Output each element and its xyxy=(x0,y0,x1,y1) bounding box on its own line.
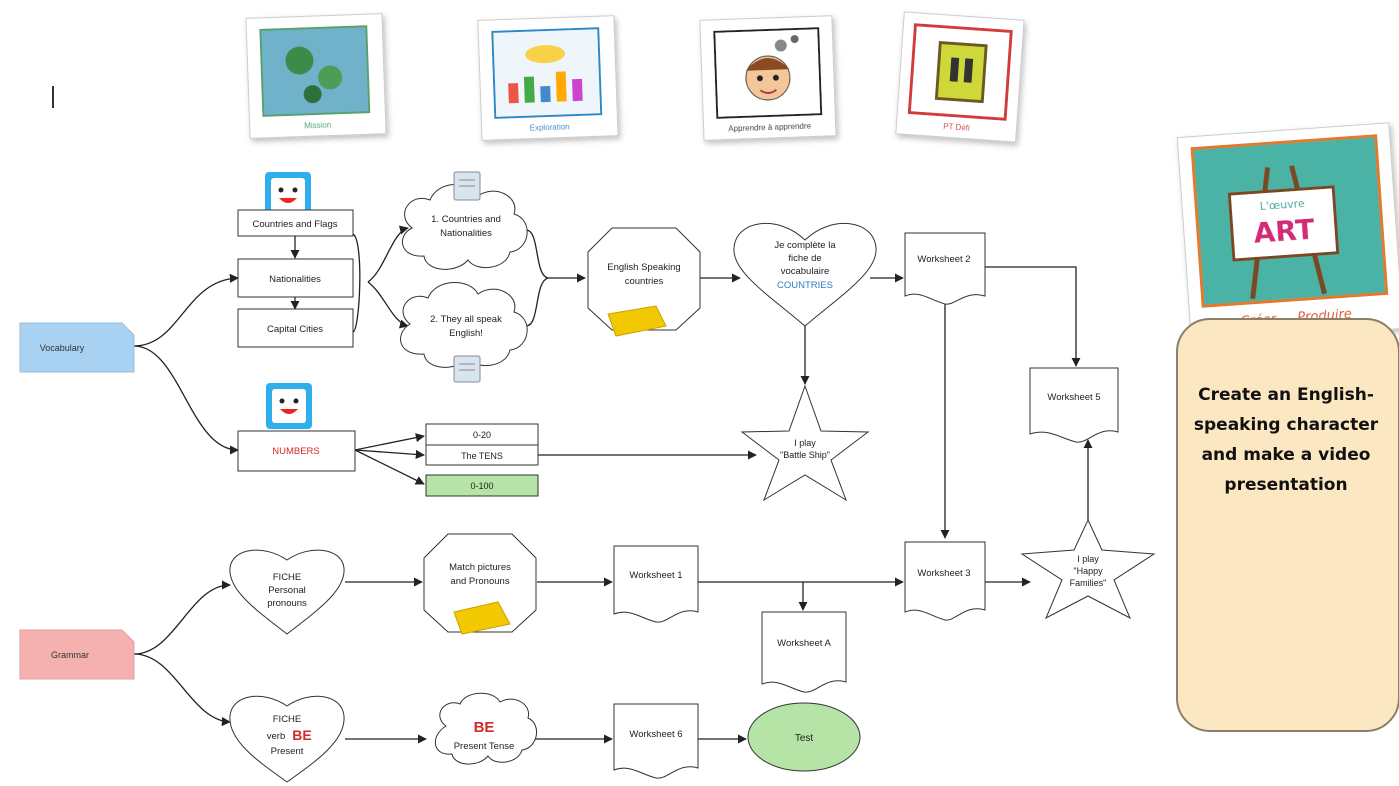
cloud-be-line2: Present Tense xyxy=(454,741,515,752)
nationalities-node[interactable]: Nationalities xyxy=(237,258,354,298)
match-pictures-line2: and Pronouns xyxy=(450,576,509,587)
art-title-small: L'œuvre xyxy=(1259,197,1305,213)
cloud1-line1: 1. Countries and xyxy=(431,214,501,225)
grammar-node[interactable]: Grammar xyxy=(19,629,135,680)
heart-be-line1: FICHE xyxy=(273,714,302,725)
heart-pronouns-line2: Personal xyxy=(268,585,306,596)
easel-icon xyxy=(1227,165,1340,300)
mission-caption: Mission xyxy=(304,120,331,130)
heart-be-line4: Present xyxy=(271,746,304,757)
vocabulary-node[interactable]: Vocabulary xyxy=(19,322,135,373)
project-line3: and make a video xyxy=(1201,445,1371,465)
learning-caption: Apprendre à apprendre xyxy=(728,122,812,134)
document-icon-top xyxy=(453,171,481,201)
num-tens-label: The TENS xyxy=(461,451,503,461)
star-families-line2: "Happy xyxy=(1073,566,1103,576)
heart-verb-be-node[interactable]: FICHE verb BE Present xyxy=(229,695,345,783)
heart-vocab-line3: vocabulaire xyxy=(781,266,830,277)
test-label: Test xyxy=(795,733,814,744)
cloud-they-all-speak-english[interactable]: 2. They all speak English! xyxy=(400,281,528,368)
countries-flags-node[interactable]: Countries and Flags xyxy=(237,209,354,237)
numbers-label: NUMBERS xyxy=(272,446,320,457)
english-speaking-node[interactable]: English Speaking countries xyxy=(587,227,701,331)
english-speaking-line1: English Speaking xyxy=(607,262,680,273)
match-pictures-line1: Match pictures xyxy=(449,562,511,573)
worksheet5-node[interactable]: Worksheet 5 xyxy=(1029,367,1119,443)
art-card: L'œuvre ART Créer — Produire xyxy=(1176,122,1399,344)
worksheet3-label: Worksheet 3 xyxy=(917,568,970,579)
document-icon-bottom xyxy=(453,355,481,383)
text-cursor xyxy=(52,86,54,108)
challenge-caption: PT Défi xyxy=(943,122,970,133)
heart-be-accent: BE xyxy=(292,727,311,743)
num-0-20-node[interactable]: 0-20 xyxy=(425,423,539,446)
cloud-countries-nationalities[interactable]: 1. Countries and Nationalities xyxy=(402,183,528,270)
star-battle-line2: "Battle Ship" xyxy=(780,450,830,460)
star-battle-ship-node[interactable]: I play "Battle Ship" xyxy=(740,384,870,502)
connectors xyxy=(133,225,1093,744)
num-0-100-label: 0-100 xyxy=(470,481,493,491)
learning-card: Apprendre à apprendre xyxy=(699,15,837,141)
worksheet2-node[interactable]: Worksheet 2 xyxy=(904,232,986,305)
star-families-line3: Families" xyxy=(1070,578,1107,588)
worksheetA-node[interactable]: Worksheet A xyxy=(761,611,847,693)
mission-card: Mission xyxy=(245,13,387,139)
num-0-100-node[interactable]: 0-100 xyxy=(425,474,539,497)
grammar-label: Grammar xyxy=(51,650,89,660)
project-line1: Create an English- xyxy=(1198,385,1374,405)
heart-vocab-line1: Je complète la xyxy=(774,240,836,251)
smiley-icon xyxy=(266,383,312,429)
english-speaking-line2: countries xyxy=(625,276,664,287)
explorer-icon xyxy=(508,45,583,104)
worksheet1-label: Worksheet 1 xyxy=(629,570,682,581)
exploration-caption: Exploration xyxy=(529,122,569,132)
exploration-card: Exploration xyxy=(477,15,619,141)
challenge-card: PT Défi xyxy=(895,11,1025,143)
cloud1-line2: Nationalities xyxy=(440,228,492,239)
project-line2: speaking character xyxy=(1193,415,1379,435)
worksheet6-node[interactable]: Worksheet 6 xyxy=(613,703,699,779)
star-happy-families-node[interactable]: I play "Happy Families" xyxy=(1020,518,1156,620)
heart-pronouns-line1: FICHE xyxy=(273,572,302,583)
card-box-icon xyxy=(453,601,511,635)
cloud-be-accent: BE xyxy=(474,719,495,736)
heart-be-line2: verb xyxy=(267,731,285,742)
worksheet6-label: Worksheet 6 xyxy=(629,729,682,740)
heart-pronouns-node[interactable]: FICHE Personal pronouns xyxy=(229,549,345,635)
capital-cities-node[interactable]: Capital Cities xyxy=(237,308,354,348)
challenge-icon xyxy=(934,40,988,104)
star-battle-line1: I play xyxy=(794,438,816,448)
heart-vocab-accent: COUNTRIES xyxy=(777,280,833,291)
project-description: Create an English- speaking character an… xyxy=(1182,380,1390,500)
art-title-big: ART xyxy=(1252,212,1315,249)
cloud2-line2: English! xyxy=(449,328,483,339)
test-node[interactable]: Test xyxy=(747,702,861,772)
worksheet3-node[interactable]: Worksheet 3 xyxy=(904,541,986,621)
star-families-line1: I play xyxy=(1077,554,1099,564)
worksheet2-label: Worksheet 2 xyxy=(917,254,970,265)
worksheet5-label: Worksheet 5 xyxy=(1047,392,1100,403)
project-line4: presentation xyxy=(1224,475,1348,495)
nationalities-label: Nationalities xyxy=(269,274,321,285)
cloud2-line1: 2. They all speak xyxy=(430,314,502,325)
project-panel xyxy=(1176,318,1399,732)
smiley-icon xyxy=(265,172,311,218)
card-box-icon xyxy=(607,305,667,337)
num-0-20-label: 0-20 xyxy=(473,430,491,440)
world-map-icon xyxy=(285,46,343,104)
vocabulary-label: Vocabulary xyxy=(40,343,85,353)
heart-vocab-line2: fiche de xyxy=(788,253,821,264)
heart-pronouns-line3: pronouns xyxy=(267,598,307,609)
capital-cities-label: Capital Cities xyxy=(267,324,323,335)
cloud-be-present-node[interactable]: BE Present Tense xyxy=(435,692,537,765)
boy-learning-icon xyxy=(745,35,799,101)
numbers-node[interactable]: NUMBERS xyxy=(237,430,356,472)
match-pictures-node[interactable]: Match pictures and Pronouns xyxy=(423,533,537,633)
countries-flags-label: Countries and Flags xyxy=(252,219,337,230)
worksheet1-node[interactable]: Worksheet 1 xyxy=(613,545,699,623)
num-tens-node[interactable]: The TENS xyxy=(425,444,539,466)
heart-vocabulary-node[interactable]: Je complète la fiche de vocabulaire COUN… xyxy=(733,222,877,327)
worksheetA-label: Worksheet A xyxy=(777,638,831,649)
